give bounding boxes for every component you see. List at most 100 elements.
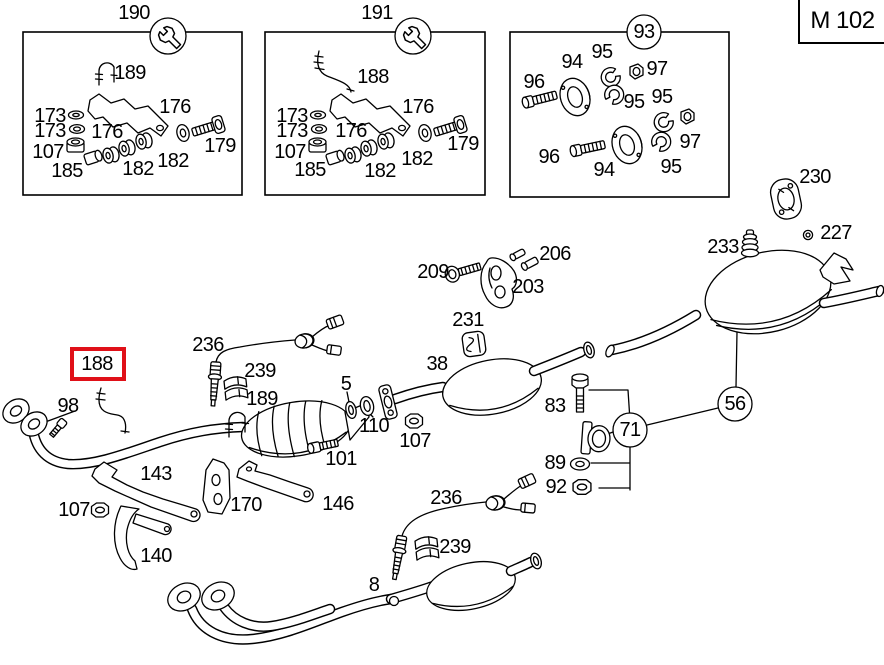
part-107-nut xyxy=(404,413,424,429)
part-label-176: 176 xyxy=(402,96,434,118)
wrench-icon xyxy=(149,17,187,55)
part-140-bracket xyxy=(113,505,172,571)
part-label-140: 140 xyxy=(140,545,172,567)
circle-badge xyxy=(626,14,662,50)
part-label-107: 107 xyxy=(58,499,90,521)
part-label-230: 230 xyxy=(799,166,831,188)
part-236-oxygen-sensor xyxy=(387,473,537,582)
inset-box-190 xyxy=(22,17,243,196)
part-label-185: 185 xyxy=(294,159,326,181)
highlight-layer: 188 xyxy=(70,347,126,381)
part-label-236: 236 xyxy=(192,334,224,356)
part-label-176: 176 xyxy=(91,121,123,143)
part-label-38: 38 xyxy=(426,353,448,375)
part-label-239: 239 xyxy=(244,360,276,382)
part-label-179: 179 xyxy=(447,133,479,155)
part-107-nut xyxy=(90,502,110,518)
part-label-107: 107 xyxy=(399,430,431,452)
part-92-nut xyxy=(572,478,592,496)
part-label-94: 94 xyxy=(561,51,583,73)
part-231-clamp xyxy=(461,330,487,358)
part-146-bracket xyxy=(236,460,314,503)
part-label-170: 170 xyxy=(230,494,262,516)
part-227-seal-ring xyxy=(802,229,814,241)
part-83-bolt xyxy=(571,373,589,413)
part-89-washer xyxy=(569,457,591,471)
part-label-185: 185 xyxy=(51,160,83,182)
part-206-bolts xyxy=(509,248,539,271)
part-143-bracket xyxy=(91,461,201,523)
part-97-nut xyxy=(680,108,695,125)
engine-code-box: M 102 xyxy=(798,0,884,44)
part-label-239: 239 xyxy=(439,536,471,558)
part-label-110: 110 xyxy=(359,415,390,437)
inset-191-number: 191 xyxy=(361,2,393,24)
part-label-227: 227 xyxy=(820,222,852,244)
part-label-176: 176 xyxy=(335,120,367,142)
part-label-97: 97 xyxy=(646,58,668,80)
part-98-bolt xyxy=(49,417,68,438)
part-label-206: 206 xyxy=(539,243,571,265)
part-label-83: 83 xyxy=(544,395,566,417)
part-101-bolt xyxy=(306,438,339,454)
part-230-hanger xyxy=(769,178,803,220)
part-label-189: 189 xyxy=(114,62,146,84)
part-188-hook xyxy=(95,387,130,434)
part-label-96: 96 xyxy=(538,146,560,168)
inset-93-frame xyxy=(509,31,730,198)
intermediate-pipe xyxy=(391,383,447,403)
part-label-95: 95 xyxy=(651,86,673,108)
inset-190-number: 190 xyxy=(118,2,150,24)
exhaust-clamp-bracket xyxy=(580,421,611,455)
part-label-95: 95 xyxy=(591,41,613,63)
engine-code-label: M 102 xyxy=(810,7,875,34)
part-189-hook xyxy=(224,411,250,438)
center-muffler-38 xyxy=(441,340,597,416)
part-label-182: 182 xyxy=(157,150,189,172)
part-233-buffer xyxy=(740,229,760,258)
part-label-96: 96 xyxy=(523,71,545,93)
inset-190-frame xyxy=(22,31,243,196)
part-label-98: 98 xyxy=(57,395,79,417)
part-5-gasket-ring xyxy=(345,400,357,420)
wrench-icon xyxy=(394,17,432,55)
part-label-173: 173 xyxy=(276,105,308,127)
part-239-clamp xyxy=(414,535,440,561)
group-callout-56 xyxy=(717,386,753,422)
part-95-clip xyxy=(650,109,677,136)
part-label-97: 97 xyxy=(679,131,701,153)
part-189-hook xyxy=(94,62,118,86)
front-downpipe xyxy=(2,398,249,470)
part-label-209: 209 xyxy=(417,261,449,283)
part-110-ring xyxy=(359,395,375,417)
mounting-kit-parts xyxy=(309,94,468,165)
part-label-95: 95 xyxy=(623,91,645,113)
part-label-92: 92 xyxy=(545,476,567,498)
part-188-pipe xyxy=(313,50,355,93)
part-97-nut xyxy=(629,63,644,80)
part-label-95: 95 xyxy=(660,156,682,178)
part-170-bracket xyxy=(202,458,231,515)
part-label-94: 94 xyxy=(593,159,615,181)
part-label-231: 231 xyxy=(452,309,484,331)
tailpipe-hanger-bracket xyxy=(819,252,854,285)
part-236-oxygen-sensor xyxy=(205,314,345,407)
part-label-189: 189 xyxy=(246,388,278,410)
part-label-233: 233 xyxy=(707,236,739,258)
part-label-203: 203 xyxy=(512,276,544,298)
part-label-146: 146 xyxy=(322,493,354,515)
part-label-182: 182 xyxy=(401,148,433,170)
part-label-5: 5 xyxy=(341,373,352,395)
part-label-188: 188 xyxy=(357,66,389,88)
part-94-flange xyxy=(554,73,596,121)
part-209-bolt xyxy=(444,262,482,283)
front-pipe-assembly-8 xyxy=(167,551,544,645)
part-label-176: 176 xyxy=(159,96,191,118)
part-label-173: 173 xyxy=(34,105,66,127)
part-95-clip xyxy=(647,127,676,156)
part-label-179: 179 xyxy=(204,135,236,157)
part-label-182: 182 xyxy=(122,158,154,180)
